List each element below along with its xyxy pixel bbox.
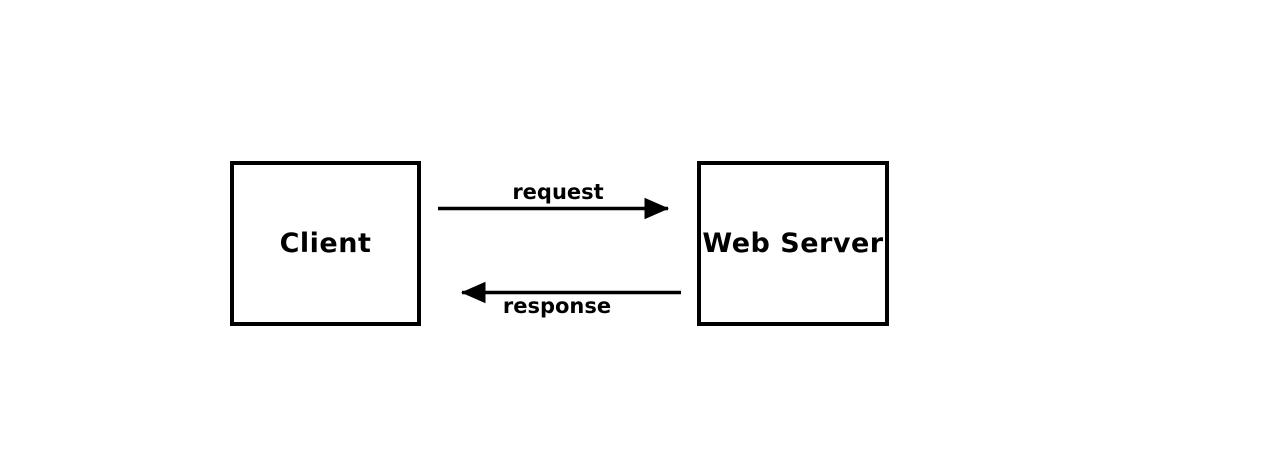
node-client-label: Client [279,228,372,259]
edge-label-request: request [512,180,604,204]
node-web-server-label: Web Server [702,228,884,259]
node-web-server[interactable]: Web Server [697,161,889,326]
edge-label-response: response [502,294,612,318]
node-client[interactable]: Client [230,161,421,326]
